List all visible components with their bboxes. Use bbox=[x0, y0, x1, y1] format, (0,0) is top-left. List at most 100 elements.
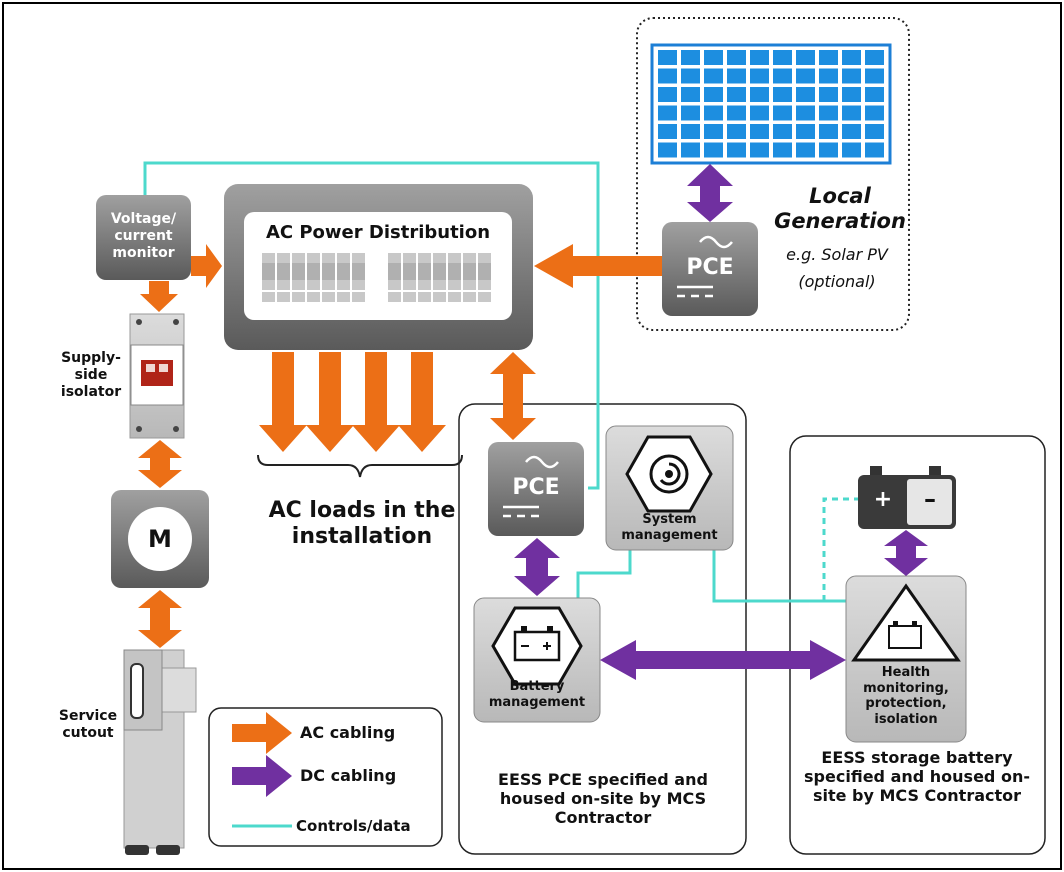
solar-cell bbox=[704, 124, 723, 139]
pce-generation-dc-symbol bbox=[677, 285, 713, 298]
pce-eess-ac-symbol bbox=[525, 455, 559, 469]
eess-battery-box bbox=[789, 435, 1046, 855]
solar-cell bbox=[704, 50, 723, 65]
meter-label: M bbox=[148, 525, 172, 553]
eess-pce-box bbox=[458, 403, 747, 855]
solar-cell bbox=[704, 105, 723, 121]
pce-eess-box bbox=[488, 442, 584, 536]
local-generation-optional: (optional) bbox=[798, 272, 876, 291]
service-cutout-device bbox=[123, 649, 197, 855]
ac-load-arrow bbox=[259, 352, 307, 452]
solar-cell bbox=[865, 124, 884, 139]
breaker bbox=[448, 253, 461, 302]
breaker bbox=[292, 253, 305, 302]
ac-distribution-unit bbox=[224, 184, 533, 350]
solar-cell bbox=[819, 68, 838, 84]
solar-cell bbox=[727, 142, 746, 158]
pce-generation-box bbox=[662, 222, 758, 316]
controls-lines bbox=[143, 161, 858, 603]
solar-cell bbox=[681, 124, 700, 139]
eess-battery-group-label: EESS storage battery specified and house… bbox=[804, 748, 1030, 806]
solar-cell bbox=[750, 124, 769, 139]
breaker bbox=[403, 253, 416, 302]
solar-cell bbox=[865, 50, 884, 65]
solar-cell bbox=[727, 68, 746, 84]
breaker bbox=[478, 253, 491, 302]
voltage-monitor-label: Voltage/ current monitor bbox=[110, 211, 177, 261]
legend-dc-label: DC cabling bbox=[300, 766, 397, 785]
breaker bbox=[433, 253, 446, 302]
solar-panel bbox=[650, 43, 892, 165]
solar-cell bbox=[865, 68, 884, 84]
breaker bbox=[262, 253, 275, 302]
solar-cell bbox=[658, 142, 677, 158]
solar-cell bbox=[819, 124, 838, 139]
battery-management-label: Battery management bbox=[488, 679, 586, 710]
solar-cell bbox=[704, 142, 723, 158]
solar-cell bbox=[727, 105, 746, 121]
solar-cell bbox=[658, 87, 677, 102]
local-generation-title: Local Generation bbox=[774, 184, 906, 234]
solar-cell bbox=[773, 105, 792, 121]
solar-cell bbox=[865, 105, 884, 121]
solar-cell bbox=[819, 50, 838, 65]
solar-cell bbox=[773, 124, 792, 139]
solar-cell bbox=[773, 87, 792, 102]
solar-cell bbox=[658, 124, 677, 139]
solar-cell bbox=[865, 142, 884, 158]
ac-load-arrow bbox=[352, 352, 400, 452]
solar-cell bbox=[796, 87, 815, 102]
solar-cell bbox=[819, 105, 838, 121]
local-generation-box bbox=[636, 17, 910, 331]
service-cutout-label: Service cutout bbox=[58, 708, 118, 741]
pce-eess-label: PCE bbox=[512, 475, 560, 500]
ac-arrows bbox=[138, 244, 662, 648]
solar-cell bbox=[842, 50, 861, 65]
battery-management-icon bbox=[491, 606, 583, 686]
solar-cell bbox=[819, 142, 838, 158]
solar-cell bbox=[727, 124, 746, 139]
solar-cell bbox=[681, 50, 700, 65]
solar-cell bbox=[796, 124, 815, 139]
local-generation-example: e.g. Solar PV bbox=[786, 245, 888, 264]
solar-cell bbox=[750, 68, 769, 84]
health-monitoring-label: Health monitoring, protection, isolation bbox=[863, 665, 949, 727]
system-management-label: System management bbox=[621, 512, 718, 543]
solar-cell bbox=[796, 68, 815, 84]
solar-cell bbox=[727, 87, 746, 102]
solar-cell bbox=[842, 68, 861, 84]
dc-arrows bbox=[514, 164, 928, 680]
solar-cell bbox=[796, 50, 815, 65]
solar-cell bbox=[658, 68, 677, 84]
solar-cell bbox=[658, 50, 677, 65]
solar-cell bbox=[658, 105, 677, 121]
solar-cell bbox=[750, 50, 769, 65]
battery-plus-label: + bbox=[873, 487, 893, 512]
solar-cell bbox=[681, 142, 700, 158]
solar-cell bbox=[865, 87, 884, 102]
solar-cell bbox=[750, 87, 769, 102]
solar-cell bbox=[842, 105, 861, 121]
legend-ac-swatch bbox=[232, 712, 292, 754]
breaker bbox=[307, 253, 320, 302]
breaker bbox=[322, 253, 335, 302]
pce-generation-label: PCE bbox=[686, 255, 734, 280]
breaker bbox=[418, 253, 431, 302]
supply-isolator-label: Supply- side isolator bbox=[60, 350, 122, 400]
voltage-monitor-box bbox=[96, 195, 191, 280]
solar-cell bbox=[727, 50, 746, 65]
breaker bbox=[337, 253, 350, 302]
ac-load-arrows bbox=[259, 352, 446, 452]
legend-ac-label: AC cabling bbox=[300, 723, 396, 742]
solar-cell bbox=[750, 105, 769, 121]
solar-cell bbox=[842, 142, 861, 158]
solar-cell bbox=[796, 142, 815, 158]
solar-cell bbox=[681, 68, 700, 84]
pce-eess-dc-symbol bbox=[503, 505, 539, 518]
pce-generation-ac-symbol bbox=[699, 235, 733, 249]
loads-brace bbox=[257, 454, 463, 478]
legend-controls-label: Controls/data bbox=[296, 817, 411, 835]
solar-cell bbox=[773, 50, 792, 65]
